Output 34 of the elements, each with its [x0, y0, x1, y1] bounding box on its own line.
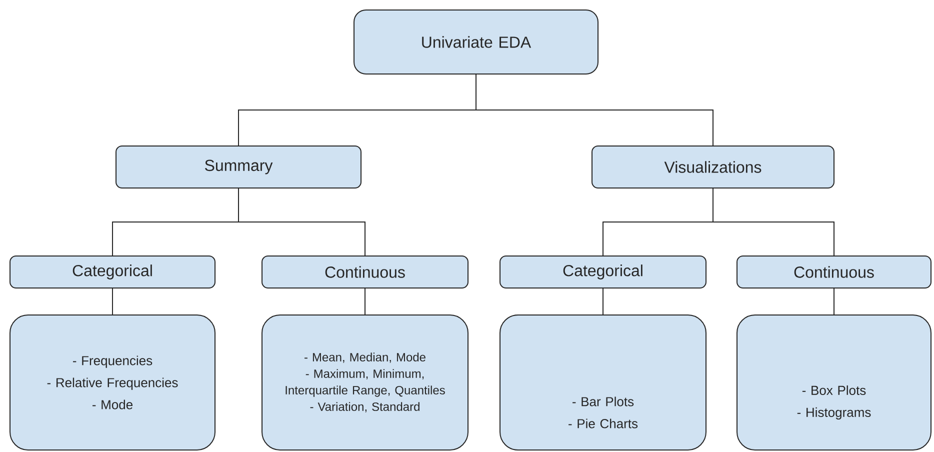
node-label: Categorical: [72, 264, 152, 280]
node-label: - Box Plots: [802, 385, 866, 395]
subcategory-box: [10, 256, 216, 288]
node-label: Univariate EDA: [422, 36, 532, 48]
connector-line: [238, 188, 366, 256]
method-list-box: [736, 314, 932, 450]
node-label: - Variation, Standard: [310, 402, 420, 412]
node-label: Continuous: [325, 266, 405, 278]
connector-line: [476, 74, 714, 146]
node-label: Continuous: [794, 266, 874, 278]
node-label: - Pie Charts: [568, 418, 638, 428]
category-box: [592, 146, 834, 188]
method-list-box: [500, 314, 706, 450]
node-label: Summary: [205, 160, 273, 174]
node-label: - Mean, Median, Mode: [304, 352, 426, 363]
root-box: [354, 10, 598, 74]
node-label: - Frequencies: [72, 356, 152, 368]
connector-line: [364, 288, 366, 315]
node-label: Visualizations: [664, 161, 762, 173]
connector-line: [602, 288, 604, 315]
method-list-box: [10, 314, 216, 450]
method-list-box: [262, 314, 468, 450]
subcategory-box: [736, 256, 932, 288]
node-label: Categorical: [563, 264, 642, 280]
category-box: [116, 146, 362, 188]
node-label: - Mode: [92, 400, 133, 410]
node-label: - Histograms: [797, 407, 871, 420]
node-label: - Bar Plots: [572, 396, 634, 406]
connector-line: [712, 188, 834, 256]
node-label: - Maximum, Minimum, Interquartile Range, Quantiles: [286, 369, 445, 397]
subcategory-box: [262, 256, 468, 288]
subcategory-box: [500, 256, 706, 288]
connector-line: [112, 288, 114, 315]
node-label: - Relative Frequencies: [47, 378, 178, 390]
